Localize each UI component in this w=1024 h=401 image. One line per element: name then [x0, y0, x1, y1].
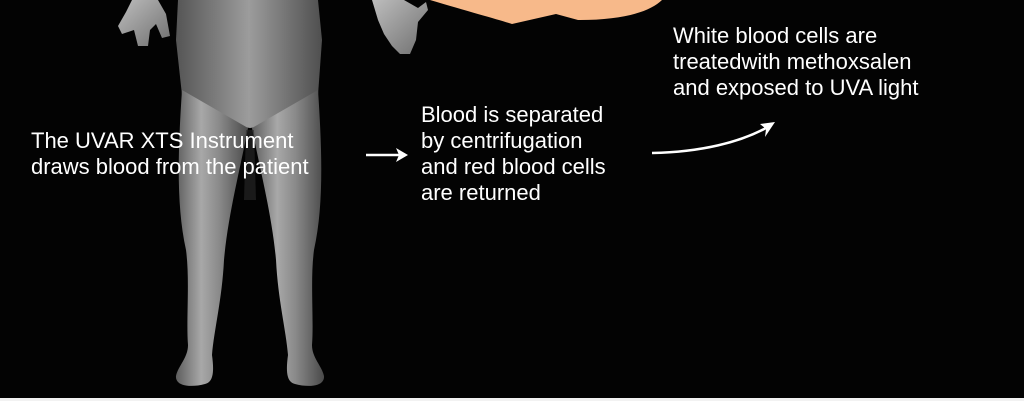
bottom-border: [0, 398, 1024, 401]
step-3-caption: White blood cells are treatedwith methox…: [673, 23, 919, 100]
step-1-caption: The UVAR XTS Instrument draws blood from…: [31, 128, 309, 179]
step-2-caption: Blood is separated by centrifugation and…: [421, 102, 606, 205]
orange-callout-shape: [430, 0, 662, 24]
arrow-step2-to-step3-icon: [651, 122, 775, 155]
arrow-step1-to-step2-icon: [366, 148, 408, 162]
human-body-silhouette-icon: [118, 0, 428, 386]
